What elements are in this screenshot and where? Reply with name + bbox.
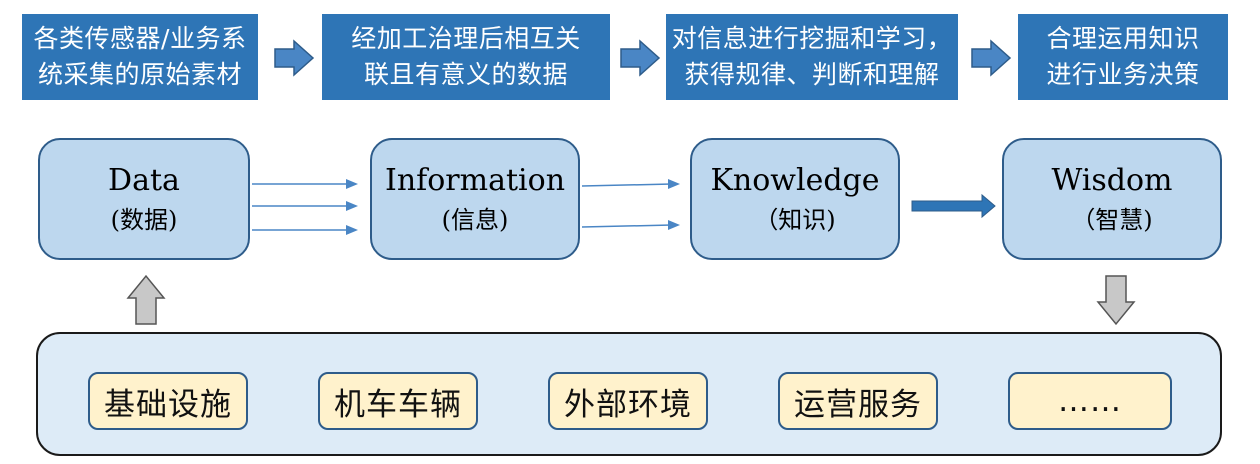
stage-wisdom-subtitle: （智慧) (1071, 206, 1153, 234)
source-operation-service: 运营服务 (778, 372, 938, 430)
source-rolling-stock: 机车车辆 (318, 372, 478, 430)
down-arrow-icon (1096, 275, 1136, 326)
information-to-knowledge-arrows-icon (581, 179, 680, 230)
banner-mining-learning-text: 对信息进行挖掘和学习， 获得规律、判断和理解 (671, 24, 953, 89)
stage-information: Information (信息) (370, 138, 580, 260)
stage-wisdom: Wisdom （智慧) (1002, 138, 1222, 260)
knowledge-to-wisdom-arrow-icon (911, 193, 996, 219)
stage-wisdom-title: Wisdom (1051, 163, 1173, 198)
stage-data: Data (数据) (38, 138, 250, 260)
stage-knowledge-title: Knowledge (710, 163, 880, 198)
source-infrastructure: 基础设施 (88, 372, 248, 430)
data-to-information-arrows-icon (252, 179, 358, 235)
banner-processed-data-text: 经加工治理后相互关 联且有意义的数据 (351, 24, 581, 89)
banner-decision: 合理运用知识 进行业务决策 (1018, 14, 1228, 100)
banner-processed-data: 经加工治理后相互关 联且有意义的数据 (322, 14, 610, 100)
stage-data-subtitle: (数据) (110, 206, 178, 234)
stage-data-title: Data (108, 163, 180, 198)
banner-decision-text: 合理运用知识 进行业务决策 (1046, 24, 1200, 89)
banner-raw-data-text: 各类传感器/业务系 统采集的原始素材 (33, 24, 247, 89)
up-arrow-icon (126, 274, 166, 325)
stage-knowledge: Knowledge （知识) (690, 138, 900, 260)
banner-arrow-2-icon (620, 39, 661, 77)
stage-information-subtitle: (信息) (441, 206, 509, 234)
banner-arrow-3-icon (971, 39, 1012, 77)
banner-raw-data: 各类传感器/业务系 统采集的原始素材 (22, 14, 258, 100)
banner-arrow-1-icon (274, 39, 315, 77)
stage-knowledge-subtitle: （知识) (754, 206, 836, 234)
source-more-ellipsis: …… (1008, 372, 1172, 430)
stage-information-title: Information (384, 163, 566, 198)
source-external-environment: 外部环境 (548, 372, 708, 430)
banner-mining-learning: 对信息进行挖掘和学习， 获得规律、判断和理解 (666, 14, 958, 100)
